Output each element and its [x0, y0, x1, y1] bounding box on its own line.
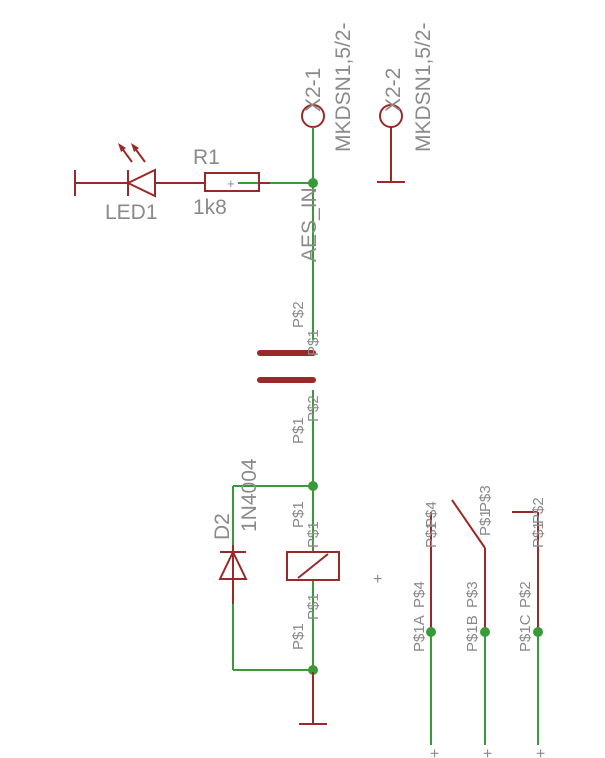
contact1-pin-p1a: P$1A — [411, 615, 428, 652]
diode-d2-ref: D2 — [211, 513, 234, 540]
contact2-pin-p1-top: P$1 — [477, 509, 494, 536]
relay-contact-2[interactable]: P$1 P$3 P$1B P$3 — [451, 485, 494, 745]
relay-contact-1[interactable]: P$1 P$4 P$1A P$4 — [411, 501, 440, 745]
bottom-label-1: + — [427, 749, 444, 758]
contact3-pin-p2-top: P$2 — [530, 497, 547, 524]
contact3-pin-p1-top: P$1 — [530, 521, 547, 548]
jumper-pin-p2-bottom: P$2 — [305, 395, 322, 422]
relay-coil[interactable]: P$1 P$1 P$1 P$1 — [286, 501, 340, 725]
connector-x2-1[interactable]: X2-1 MKDSN1,5/2- — [301, 22, 355, 152]
resistor-r1-value: 1k8 — [193, 196, 227, 219]
connector-x2-1-value: MKDSN1,5/2- — [332, 22, 355, 152]
connector-x2-2-value: MKDSN1,5/2- — [412, 22, 435, 152]
resistor-r1-ref: R1 — [193, 146, 220, 169]
resistor-r1-mark: + — [227, 176, 235, 191]
diode-d2-value: 1N4004 — [238, 458, 261, 532]
diode-d2[interactable]: D2 1N4004 — [211, 458, 318, 675]
relay-contact-3[interactable]: P$1 P$2 P$1C P$2 — [512, 497, 547, 745]
contact1-pin-p4-top: P$4 — [423, 501, 440, 528]
coil-pin-p1-c: P$1 — [290, 623, 307, 650]
contact3-pin-p1c: P$1C — [517, 614, 534, 652]
connector-x2-2-ref: X2-2 — [382, 68, 405, 112]
contact2-pin-p3-top: P$3 — [477, 485, 494, 512]
connector-x2-2[interactable]: X2-2 MKDSN1,5/2- — [377, 22, 435, 183]
contact1-pin-p4: P$4 — [411, 581, 428, 608]
contact1-pin-p1-top: P$1 — [423, 521, 440, 548]
coil-pin-p1-a: P$1 — [290, 501, 307, 528]
led1[interactable]: LED1 — [74, 143, 205, 224]
led1-ref: LED1 — [105, 201, 158, 224]
coil-pin-p1-d: P$1 — [305, 593, 322, 620]
contact3-pin-p2: P$2 — [517, 581, 534, 608]
jumper-pin-p1-bottom: P$1 — [290, 417, 307, 444]
jumper-pin-p2-top: P$2 — [290, 301, 307, 328]
jumper[interactable]: P$2 P$1 P$1 P$2 — [257, 301, 322, 444]
bottom-label-3: + — [533, 749, 550, 758]
jumper-pin-p1-top: P$1 — [305, 329, 322, 356]
contact2-pin-p1b: P$1B — [464, 615, 481, 652]
contact2-pin-p3: P$3 — [464, 581, 481, 608]
connector-x2-1-ref: X2-1 — [302, 68, 325, 112]
resistor-r1[interactable]: + R1 1k8 — [193, 146, 270, 219]
origin-mark: + — [373, 571, 382, 588]
bottom-label-2: + — [480, 749, 497, 758]
net-label-aes-in: AES_IN — [298, 187, 321, 262]
coil-pin-p1-b: P$1 — [305, 521, 322, 548]
aes-in-net[interactable]: AES_IN — [238, 127, 321, 672]
